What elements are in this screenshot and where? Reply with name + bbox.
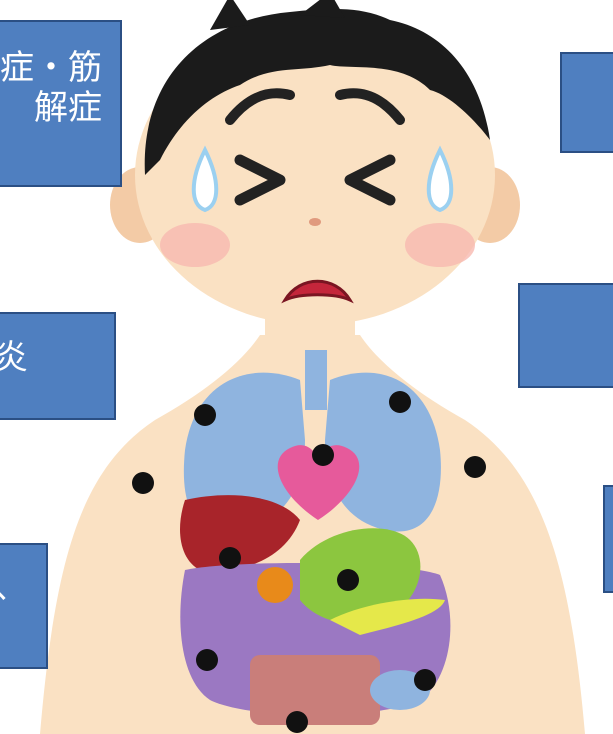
right-cheek xyxy=(405,223,475,267)
lesion-star-icon xyxy=(219,547,241,569)
lesion-star-icon xyxy=(194,404,216,426)
label-box-bottom-left: 、 xyxy=(0,543,48,669)
label-text-mid-left: 炎 xyxy=(0,338,114,378)
label-box-top-left: 症・筋 解症 xyxy=(0,20,122,187)
lesion-star-icon xyxy=(312,444,334,466)
lesion-star-icon xyxy=(414,669,436,691)
lesion-star-icon xyxy=(132,472,154,494)
lesion-star-icon xyxy=(286,711,308,733)
label-text-top-left: 症・筋 解症 xyxy=(0,48,120,128)
colon xyxy=(250,655,380,725)
label-box-mid-left: 炎 xyxy=(0,312,116,420)
lesion-star-icon xyxy=(337,569,359,591)
nose xyxy=(309,218,321,226)
label-box-bottom-right xyxy=(603,485,613,593)
left-cheek xyxy=(160,223,230,267)
lesion-star-icon xyxy=(389,391,411,413)
lesion-star-icon xyxy=(196,649,218,671)
lesion-star-icon xyxy=(464,456,486,478)
label-text-bottom-left: 、 xyxy=(0,567,28,607)
gallbladder xyxy=(257,567,293,603)
label-box-mid-right xyxy=(518,283,613,388)
label-box-top-right xyxy=(560,52,613,153)
trachea xyxy=(305,350,327,410)
